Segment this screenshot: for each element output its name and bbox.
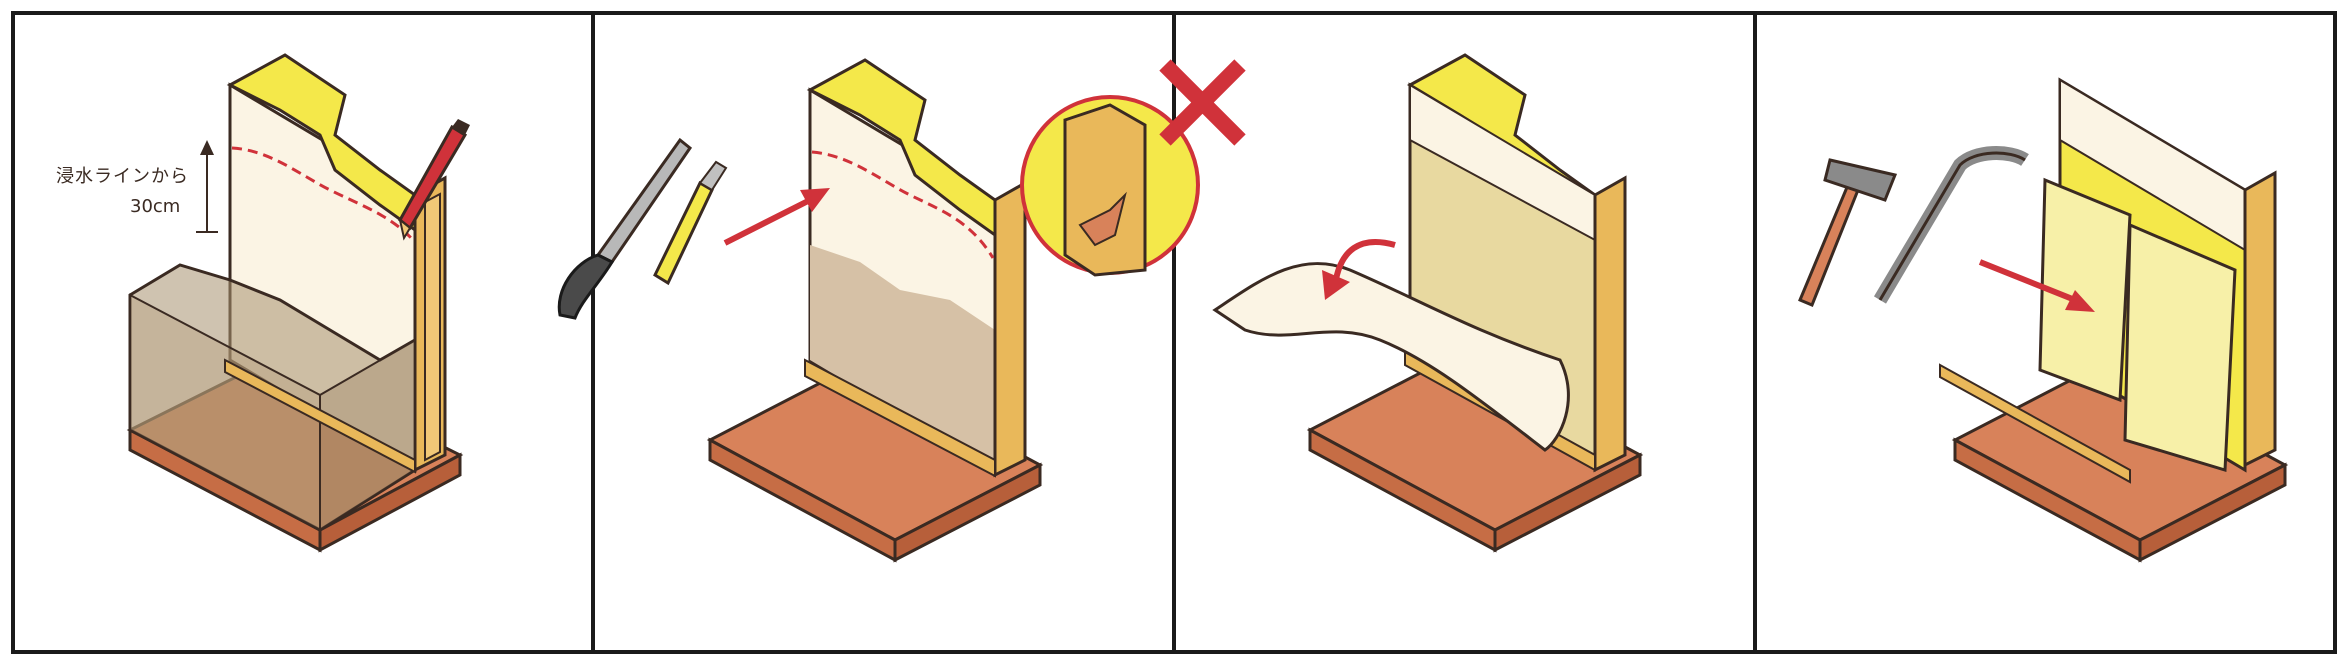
- pencil-icon: [398, 119, 470, 241]
- flood-line-distance: 30cm: [130, 196, 181, 217]
- panel-2-cut-wall: [706, 58, 1044, 563]
- panel-4-remove-insulation: [1939, 77, 2289, 563]
- prohibited-x-icon: [1020, 59, 1246, 277]
- crowbar-icon: [1873, 146, 2029, 304]
- panel-1-mark-flood-line: [126, 53, 464, 553]
- cutter-knife-icon: [653, 160, 728, 286]
- saw-icon: [557, 137, 693, 320]
- hammer-icon: [1798, 158, 1898, 307]
- flood-line-annotation: 浸水ラインから: [56, 166, 189, 187]
- panel-3-remove-board: [1212, 53, 1644, 553]
